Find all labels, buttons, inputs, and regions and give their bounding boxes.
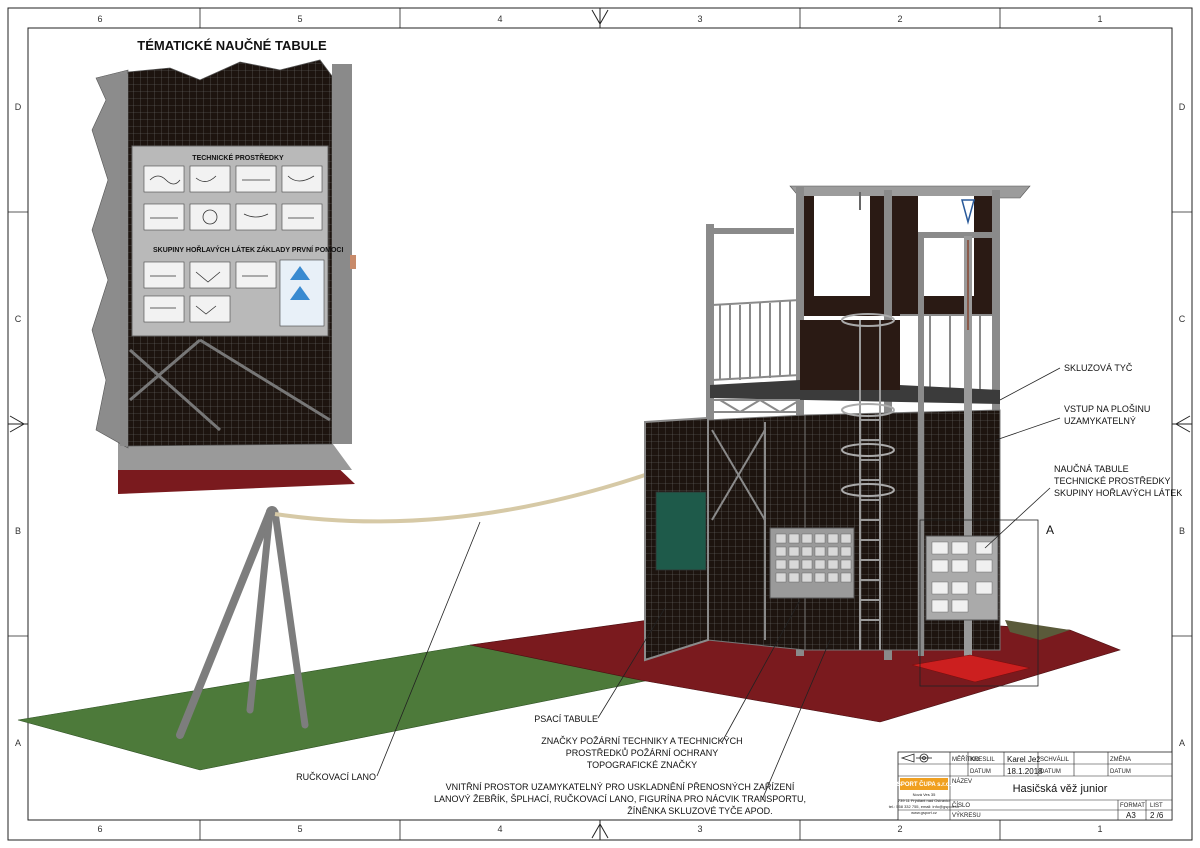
platform-floor: [710, 380, 1000, 404]
tb-nazev-value: Hasičská věž junior: [1013, 783, 1108, 795]
tb-list-value: 2 /6: [1150, 811, 1164, 820]
tb-format-value: A3: [1126, 811, 1136, 820]
callout-naucna-3: SKUPINY HOŘLAVÝCH LÁTEK: [1054, 488, 1182, 498]
row-label-a: A: [15, 738, 21, 748]
platform-truss: [712, 399, 801, 413]
col-label-1-bottom: 1: [1097, 824, 1102, 834]
callout-naucna-2: TECHNICKÉ PROSTŘEDKY: [1054, 476, 1171, 486]
inset-first-aid-triangle-2: [290, 286, 310, 300]
centering-marks: [8, 8, 1192, 840]
col-label-1: 1: [1097, 14, 1102, 24]
tb-datum-label-2: DATUM: [1040, 769, 1061, 775]
green-mat: [17, 644, 651, 771]
platform-back-panel: [800, 320, 900, 390]
detail-a-box: [919, 519, 1039, 687]
inset-thematic-boards: TÉMATICKÉ NAUČNÉ TABULE TECHNICKÉ PROSTŘ…: [91, 38, 356, 494]
callout-skluzova-tyc: SKLUZOVÁ TYČ: [1064, 363, 1133, 373]
callout-znacky-1: ZNAČKY POŽÁRNÍ TECHNIKY A TECHNICKÝCH: [541, 736, 742, 746]
tower-top-beam: [714, 228, 794, 234]
slide-frame-left: [918, 236, 924, 656]
company-line-1: Nová Ves 35: [913, 792, 936, 797]
drawing-frame: 6 5 4 3 2 1 6 5 4 3 2 1 D C B A D C B A: [7, 7, 1193, 841]
tb-kreslil-label: KRESLIL: [970, 757, 995, 763]
callouts: [376, 367, 1061, 801]
row-label-d-right: D: [1179, 102, 1186, 112]
company-logo: [900, 778, 948, 790]
callout-psaci-tabule: PSACÍ TABULE: [534, 714, 598, 724]
platform-railing: [711, 299, 998, 390]
company-line-4: www.gsport.cz: [911, 810, 937, 815]
tb-datum-value: 18.1.2018: [1007, 767, 1043, 776]
row-label-c: C: [15, 314, 22, 324]
inset-pictogram-cards: [143, 165, 325, 327]
col-label-3-bottom: 3: [697, 824, 702, 834]
projection-symbol-icon: [900, 753, 932, 763]
inset-hinge: [350, 255, 356, 269]
col-label-5-bottom: 5: [297, 824, 302, 834]
tower-top-opening-1: [814, 196, 870, 296]
slide-pole-mat: [911, 654, 1031, 683]
tb-zmena-label: ZMĚNA: [1110, 755, 1131, 763]
tb-meritko-label: MĚŘÍTKO: [952, 755, 980, 763]
tb-nazev-label: NÁZEV: [952, 778, 972, 785]
row-label-a-right: A: [1179, 738, 1185, 748]
col-label-2: 2: [897, 14, 902, 24]
callout-znacky-3: TOPOGRAFICKÉ ZNAČKY: [587, 760, 697, 770]
psaci-tabule-board: [655, 491, 707, 571]
col-label-6-bottom: 6: [97, 824, 102, 834]
callout-vnitrni-3: ŽÍNĚNKA SKLUZOVÉ TYČE APOD.: [627, 806, 772, 816]
tb-schvalil-label: SCHVÁLIL: [1040, 756, 1070, 763]
inset-left-post: [120, 74, 128, 446]
callout-znacky-2: PROSTŘEDKŮ POŽÁRNÍ OCHRANY: [566, 747, 719, 758]
inset-pictogram-sketches: [149, 175, 315, 315]
callout-vnitrni-1: VNITŘNÍ PROSTOR UZAMYKATELNÝ PRO USKLADN…: [446, 782, 795, 792]
inset-first-aid-triangle: [290, 266, 310, 280]
tb-cislo-label: ČÍSLO: [952, 802, 970, 809]
inset-label-technicke: TECHNICKÉ PROSTŘEDKY: [192, 153, 284, 162]
fire-tower: [644, 185, 1039, 687]
company-line-3: tel.: 558 332 755, email: info@gsport.cz: [889, 804, 960, 809]
tb-datum-label-3: DATUM: [1110, 769, 1131, 775]
hook-2: [961, 199, 975, 225]
ladder-safety-hoops: [841, 313, 895, 497]
red-mat-edge: [1005, 620, 1070, 640]
col-label-3: 3: [697, 14, 702, 24]
callout-detail-a: A: [1046, 523, 1054, 537]
slide-pole: [964, 236, 972, 656]
callout-vstup-1: VSTUP NA PLOŠINU: [1064, 404, 1150, 414]
signs-grid: [775, 533, 852, 583]
tb-datum-label: DATUM: [970, 769, 991, 775]
tb-vykresu-label: VÝKRESU: [952, 812, 981, 819]
col-label-6: 6: [97, 14, 102, 24]
inset-label-skupiny: SKUPINY HOŘLAVÝCH LÁTEK: [153, 245, 255, 254]
tb-list-label: LIST: [1150, 803, 1163, 809]
inset-label-pomoc: ZÁKLADY PRVNÍ POMOCI: [257, 245, 344, 254]
row-label-b-right: B: [1179, 526, 1185, 536]
callout-ruckovaci-lano: RUČKOVACÍ LANO: [296, 772, 376, 782]
inset-plinth: [118, 440, 352, 470]
lower-cross-brace: [711, 422, 766, 640]
slide-frame-top: [918, 232, 998, 238]
col-label-5: 5: [297, 14, 302, 24]
row-label-d: D: [15, 102, 22, 112]
ruckovaci-lano-rope: [274, 473, 646, 524]
inset-title: TÉMATICKÉ NAUČNÉ TABULE: [137, 38, 327, 53]
callout-naucna-1: NAUČNÁ TABULE: [1054, 464, 1129, 474]
col-label-4: 4: [497, 14, 502, 24]
company-name: SPORT ČUPA s.r.o.: [897, 781, 952, 788]
col-label-4-bottom: 4: [497, 824, 502, 834]
tb-format-label: FORMAT: [1120, 803, 1145, 809]
row-label-c-right: C: [1179, 314, 1186, 324]
col-label-2-bottom: 2: [897, 824, 902, 834]
company-line-2: 739 11 Frýdlant nad Ostravicí: [898, 798, 951, 803]
inset-right-post: [332, 64, 352, 444]
tb-kreslil-value: Karel Jež: [1007, 755, 1040, 764]
title-block: MĚŘÍTKO KRESLIL Karel Jež SCHVÁLIL ZMĚNA…: [889, 751, 1173, 821]
callout-vstup-2: UZAMYKATELNÝ: [1064, 416, 1136, 426]
row-label-b: B: [15, 526, 21, 536]
a-frame-support: [176, 506, 309, 739]
callout-vnitrni-2: LANOVÝ ŽEBŘÍK, ŠPLHACÍ, RUČKOVACÍ LANO, …: [434, 794, 806, 804]
